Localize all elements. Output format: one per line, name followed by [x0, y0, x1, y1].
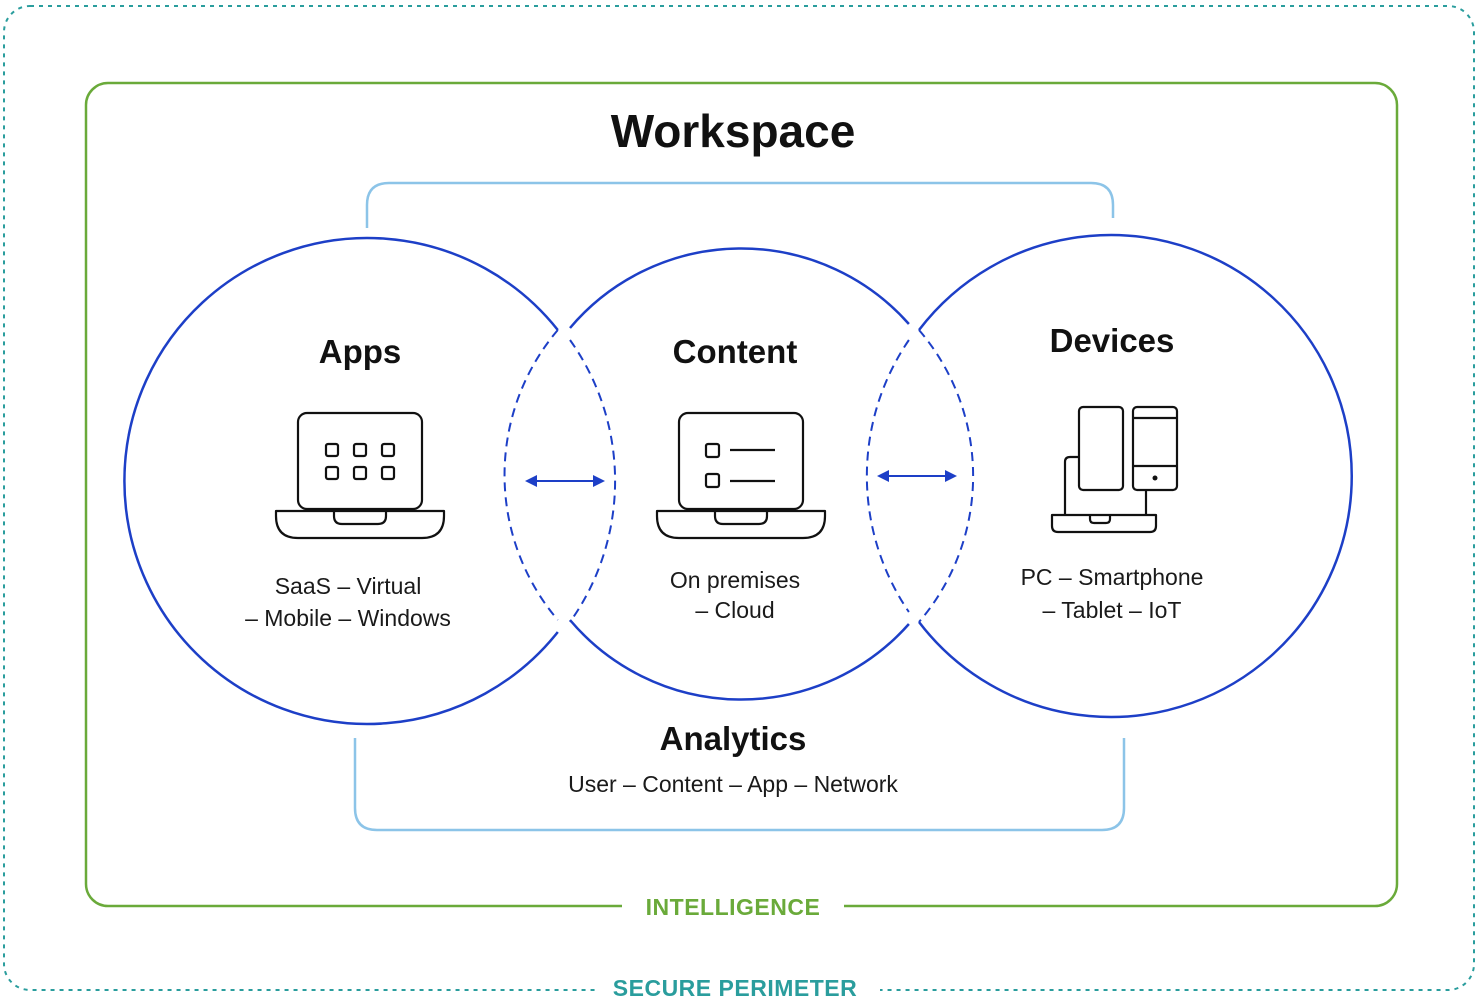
content-circle-top [569, 247, 910, 329]
devices-line-1: PC – Smartphone [1021, 564, 1204, 590]
content-line-1: On premises [670, 567, 800, 593]
content-devices-arrow [877, 470, 957, 482]
laptop-list-icon [655, 411, 827, 540]
apps-content-arrow [525, 475, 605, 487]
content-circle-bottom [569, 619, 910, 701]
analytics-title: Analytics [660, 720, 807, 757]
apps-circle [123, 236, 559, 726]
analytics-subtitle: User – Content – App – Network [568, 771, 898, 797]
intelligence-label: INTELLIGENCE [646, 894, 821, 920]
devices-line-2: – Tablet – IoT [1043, 597, 1182, 623]
content-line-2: – Cloud [695, 597, 774, 623]
content-devices-overlap-right [918, 329, 975, 623]
devices-icon [1050, 405, 1179, 534]
secure-perimeter-label: SECURE PERIMETER [613, 975, 857, 1000]
top-bracket [365, 181, 1115, 228]
apps-content-overlap-left [503, 329, 559, 621]
content-title: Content [673, 333, 798, 370]
workspace-title: Workspace [611, 105, 856, 157]
apps-title: Apps [319, 333, 402, 370]
devices-title: Devices [1050, 322, 1175, 359]
devices-circle [918, 233, 1353, 719]
bottom-bracket [353, 738, 1126, 832]
laptop-grid-icon [274, 411, 446, 540]
apps-line-2: – Mobile – Windows [245, 605, 451, 631]
apps-content-overlap-right [569, 339, 617, 623]
apps-line-1: SaaS – Virtual [275, 573, 422, 599]
